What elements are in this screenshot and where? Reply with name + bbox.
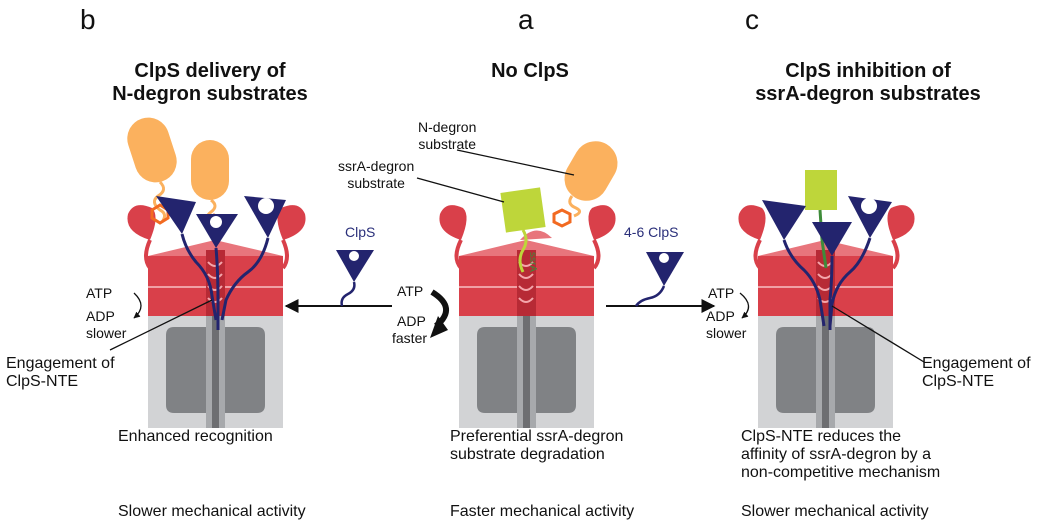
- panel-a-n-degron-label: N-degron substrate: [418, 119, 476, 153]
- panel-c-atp-cycle-arrow: [739, 292, 750, 319]
- clps-arrow-label: ClpS: [345, 224, 376, 240]
- panel-a-ssra-pointer: [416, 177, 505, 203]
- panel-c-title-line2: ssrA-degron substrates: [755, 83, 981, 105]
- panel-b-adp-label: ADP: [86, 308, 115, 324]
- panel-b-engagement-line2: ClpS-NTE: [6, 373, 79, 390]
- clps-multi-icon: [634, 252, 684, 307]
- panel-a-description: Preferential ssrA-degron substrate degra…: [450, 428, 623, 464]
- panel-b-engagement-label: Engagement of ClpS-NTE: [6, 355, 115, 391]
- panel-b-engagement-pointer: [109, 299, 213, 351]
- panel-a-n-degron-pointer: [456, 149, 575, 176]
- panel-b-atp-label: ATP: [86, 285, 113, 301]
- panel-a-description-line2: substrate degradation: [450, 446, 605, 463]
- panel-c-adp-label: ADP: [706, 308, 735, 324]
- panel-b-title-line2: N-degron substrates: [112, 83, 308, 105]
- clps-single-icon: [336, 250, 374, 307]
- panel-c-description-line1: ClpS-NTE reduces the: [741, 428, 902, 445]
- panel-a-ssra-substrate: [500, 187, 546, 273]
- panel-a-atp-label: ATP: [397, 283, 424, 299]
- panel-a-letter: a: [518, 4, 534, 35]
- panel-c-engagement-line1: Engagement of: [922, 355, 1031, 372]
- panel-c-clps-adaptors: [762, 196, 892, 330]
- panel-a-clpx-flaps: [439, 205, 616, 270]
- clps-multi-arrow-label: 4-6 ClpS: [624, 224, 679, 240]
- panel-c-letter: c: [745, 4, 759, 35]
- panel-c-ssra-substrate: [805, 170, 837, 269]
- panel-c-clpxp-complex: [757, 239, 894, 428]
- panel-b-clpxp-complex: [147, 239, 284, 428]
- panel-a-rate-label: faster: [392, 330, 428, 346]
- panel-b-clpx-flaps: [127, 205, 306, 270]
- panel-a-ssra-tag-text: ssrA: [527, 252, 538, 272]
- panel-b-engagement-line1: Engagement of: [6, 355, 115, 372]
- panel-c-rate-label: slower: [706, 325, 747, 341]
- panel-c-engagement-pointer: [831, 305, 925, 363]
- panel-c-description: ClpS-NTE reduces the affinity of ssrA-de…: [741, 428, 940, 482]
- panel-c-engagement-line2: ClpS-NTE: [922, 373, 995, 390]
- panel-a-clpxp-complex: [458, 239, 595, 428]
- panel-a-activity: Faster mechanical activity: [450, 503, 635, 520]
- panel-b-activity: Slower mechanical activity: [118, 503, 306, 520]
- panel-a-ssra-line2: substrate: [347, 175, 405, 191]
- panel-c-description-line3: non-competitive mechanism: [741, 464, 941, 481]
- panel-a-n-degron-substrate: [552, 141, 618, 228]
- panel-a-adp-label: ADP: [397, 313, 426, 329]
- panel-c-description-line2: affinity of ssrA-degron by a: [741, 446, 932, 463]
- panel-c-activity: Slower mechanical activity: [741, 503, 929, 520]
- panel-c-engagement-label: Engagement of ClpS-NTE: [922, 355, 1031, 391]
- panel-a-n-degron-line1: N-degron: [418, 119, 477, 135]
- panel-a-ssra-label: ssrA-degron substrate: [338, 158, 414, 192]
- panel-b-letter: b: [80, 4, 96, 35]
- panel-a-title: No ClpS: [491, 60, 569, 82]
- panel-c-title: ClpS inhibition of ssrA-degron substrate…: [718, 60, 1018, 106]
- panel-c-clpx-flaps: [738, 205, 915, 270]
- panel-a-n-degron-line2: substrate: [418, 136, 476, 152]
- panel-b-description: Enhanced recognition: [118, 428, 273, 445]
- panel-b-rate-label: slower: [86, 325, 127, 341]
- panel-a-ssra-line1: ssrA-degron: [338, 158, 415, 174]
- panel-b-clps-adaptors: [156, 196, 286, 330]
- panel-a-description-line1: Preferential ssrA-degron: [450, 428, 624, 445]
- panel-b-title: ClpS delivery of N-degron substrates: [95, 60, 325, 106]
- panel-c-atp-label: ATP: [708, 285, 735, 301]
- panel-b-atp-cycle-arrow: [133, 292, 142, 319]
- panel-c-title-line1: ClpS inhibition of: [785, 60, 951, 82]
- panel-b-title-line1: ClpS delivery of: [134, 60, 286, 82]
- panel-a-atp-cycle-arrow: [430, 289, 449, 338]
